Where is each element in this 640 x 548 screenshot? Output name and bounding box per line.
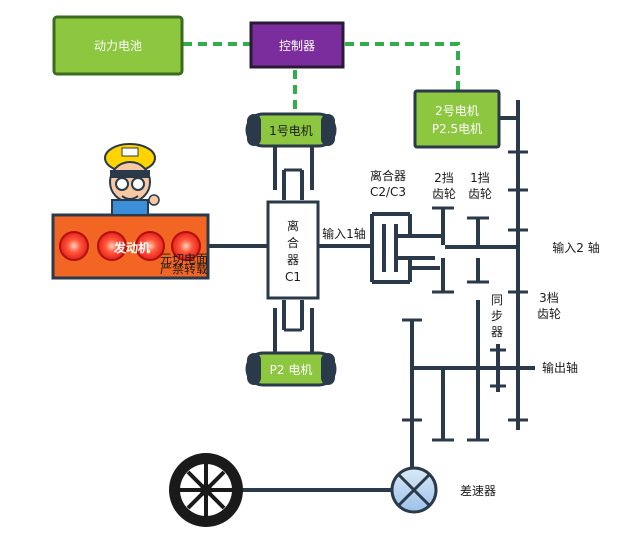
- clutch-c1-char: C1: [285, 270, 301, 284]
- power-battery: 动力电池: [52, 15, 184, 76]
- motor-2: 2号电机 P2.5电机: [413, 89, 501, 149]
- clutch-c1-char: 器: [287, 253, 299, 267]
- p2-motor: P2 电机: [245, 351, 337, 387]
- gear3-sub-label: 齿轮: [537, 307, 561, 321]
- input1-label: 输入1轴: [322, 226, 366, 241]
- sync-char: 步: [491, 309, 503, 323]
- engine-note: 元切电面: [160, 252, 208, 266]
- sync-char: 器: [491, 325, 503, 339]
- wheel-icon: [169, 453, 243, 527]
- engine-note: 严禁转载: [160, 261, 208, 276]
- motor2-shaft: [499, 100, 528, 430]
- engine-label: 发动机: [113, 240, 150, 255]
- gear1-sub-label: 齿轮: [468, 187, 492, 201]
- differential-label: 差速器: [460, 484, 496, 498]
- p2-motor-label: P2 电机: [270, 363, 313, 377]
- engine: 发动机 元切电面 严禁转载: [51, 213, 210, 280]
- clutch-c1-char: 合: [287, 235, 299, 250]
- input2-label: 输入2 轴: [552, 240, 599, 255]
- clutch-c2c3: 离合器 C2/C3: [370, 168, 445, 284]
- motor1-label: 1号电机: [269, 124, 313, 138]
- electrical-links: [183, 42, 460, 114]
- sync-char: 同: [491, 293, 503, 307]
- gear1-label: 1挡: [470, 171, 490, 185]
- motor2-label: 2号电机: [435, 104, 479, 118]
- clutch-c23-label: 离合器: [370, 168, 406, 183]
- gear2-label: 2挡: [434, 171, 454, 185]
- engineer-mascot-icon: [104, 143, 160, 216]
- rotor-shaft: [273, 146, 314, 353]
- battery-label: 动力电池: [94, 39, 142, 53]
- gear2-sub-label: 齿轮: [432, 187, 456, 201]
- lower-gears: [402, 258, 489, 442]
- motor2-sub-label: P2.5电机: [432, 122, 482, 136]
- motor-1: 1号电机: [245, 112, 337, 148]
- controller-label: 控制器: [279, 39, 315, 53]
- clutch-c23-sub-label: C2/C3: [370, 185, 406, 199]
- gear-3: 3档 齿轮: [537, 291, 561, 321]
- clutch-c1-char: 离: [287, 218, 299, 233]
- gear-1: 1挡 齿轮: [467, 171, 492, 245]
- gear-2: 2挡 齿轮: [432, 171, 456, 245]
- synchronizer: 同 步 器: [490, 293, 506, 392]
- clutch-c1: 离 合 器 C1: [266, 200, 320, 300]
- output-label: 输出轴: [542, 360, 578, 375]
- controller: 控制器: [249, 21, 345, 69]
- gear3-label: 3档: [539, 291, 559, 305]
- differential-icon: 差速器: [390, 466, 496, 514]
